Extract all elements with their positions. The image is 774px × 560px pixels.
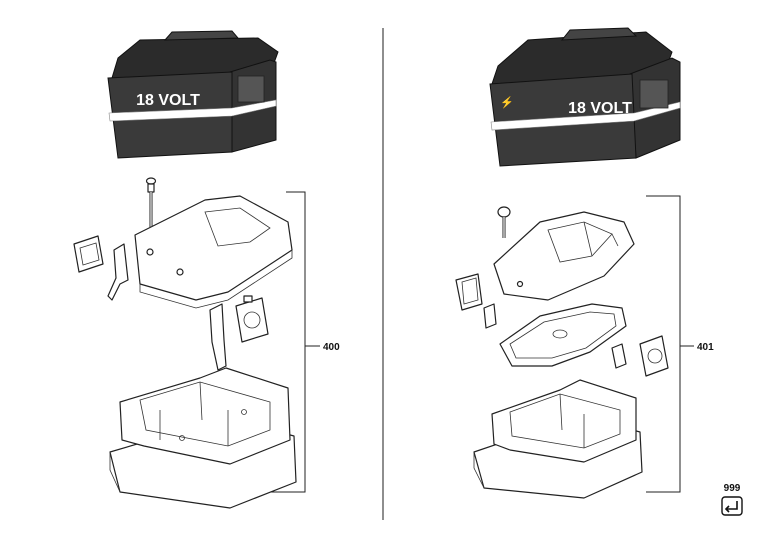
right-gasket[interactable] — [499, 303, 627, 367]
right-screw[interactable] — [497, 206, 511, 238]
right-terminal-block[interactable] — [455, 273, 497, 329]
right-bracket — [646, 195, 694, 493]
left-contact-plate[interactable] — [73, 235, 104, 273]
callout-999: 999 — [724, 483, 741, 494]
left-bracket — [270, 191, 320, 493]
left-housing[interactable] — [109, 367, 297, 509]
left-battery-label: 18 VOLT — [136, 92, 200, 109]
right-top-cover[interactable] — [493, 211, 635, 301]
right-switch-block[interactable] — [639, 335, 669, 377]
callout-400: 400 — [323, 342, 340, 353]
return-arrow-icon — [721, 496, 743, 516]
left-top-cover[interactable] — [134, 195, 293, 309]
right-battery-mark-icon: ⚡ — [500, 96, 514, 109]
left-terminal-clip[interactable] — [107, 243, 129, 301]
right-battery-label: 18 VOLT — [568, 100, 632, 117]
left-sensor-block[interactable] — [235, 295, 269, 343]
left-lower-terminal[interactable] — [209, 303, 227, 371]
item-999[interactable]: 999 — [721, 483, 743, 516]
right-small-clip[interactable] — [611, 343, 627, 369]
right-housing[interactable] — [473, 379, 643, 499]
right-assembly: 18 VOLT ⚡ — [455, 27, 714, 499]
left-assembly: 18 VOLT — [73, 30, 340, 509]
right-battery-pack[interactable]: 18 VOLT ⚡ — [489, 27, 681, 167]
left-battery-pack[interactable]: 18 VOLT — [107, 30, 279, 159]
callout-401: 401 — [697, 342, 714, 353]
